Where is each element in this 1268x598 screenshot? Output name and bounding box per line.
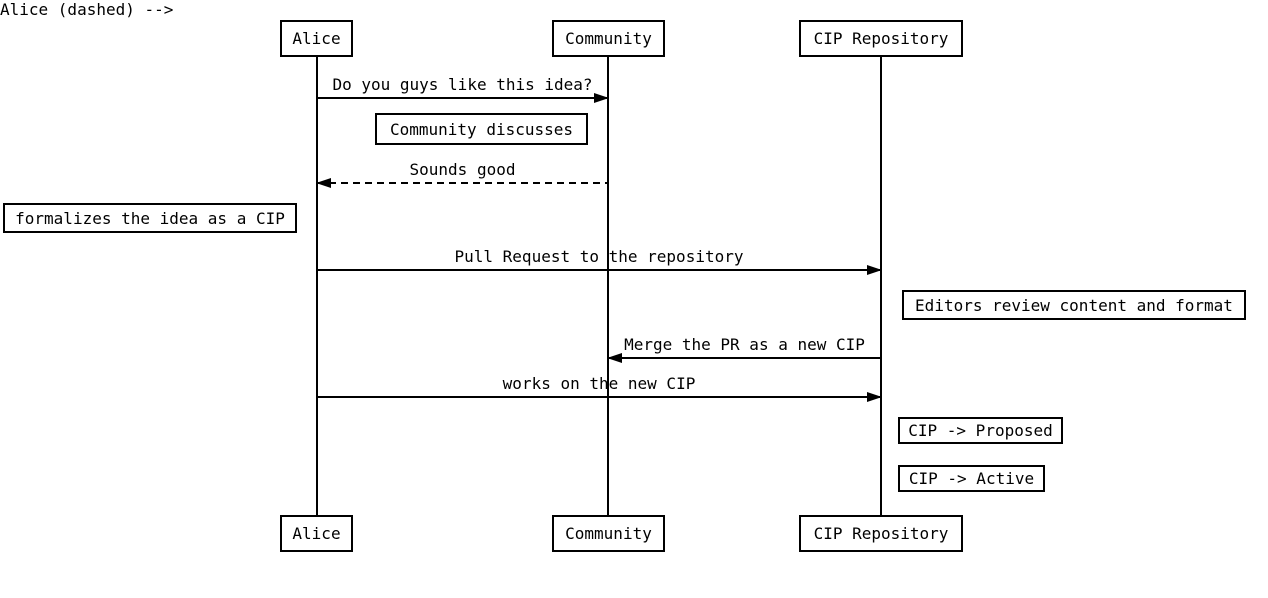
lifeline-cip-repository [880,55,882,516]
actor-community-bottom: Community [552,515,665,552]
actor-alice-bottom: Alice [280,515,353,552]
arrow-line [317,93,609,103]
actor-label: CIP Repository [813,524,949,543]
note-formalizes-idea: formalizes the idea as a CIP [3,203,297,233]
message-works-on-cip: works on the new CIP [317,374,882,402]
message-sounds-good: Sounds good [316,160,608,188]
message-idea-proposal: Do you guys like this idea? [317,75,609,103]
lifeline-community [607,55,609,516]
arrow-line [317,392,882,402]
message-label: Pull Request to the repository [454,247,744,266]
note-text: Community discusses [389,119,574,139]
note-editors-review: Editors review content and format [902,290,1246,320]
actor-cip-repository-top: CIP Repository [799,20,963,57]
arrowhead-left-icon [316,178,331,188]
note-text: CIP -> Active [908,469,1035,488]
arrowhead-right-icon [867,265,882,275]
arrow-line-dashed [316,178,608,188]
actor-label: CIP Repository [813,29,949,48]
note-cip-active: CIP -> Active [898,465,1045,492]
arrowhead-left-icon [607,353,622,363]
note-text: CIP -> Proposed [908,421,1053,440]
actor-label: Alice [292,29,341,48]
actor-label: Community [565,29,652,48]
message-label: works on the new CIP [502,374,696,393]
arrow-line [607,353,881,363]
actor-label: Community [565,524,652,543]
message-label: Do you guys like this idea? [332,75,593,94]
note-text: formalizes the idea as a CIP [15,208,285,228]
actor-community-top: Community [552,20,665,57]
arrow-line [317,265,882,275]
actor-alice-top: Alice [280,20,353,57]
actor-label: Alice [292,524,341,543]
actor-cip-repository-bottom: CIP Repository [799,515,963,552]
note-text: Editors review content and format [915,295,1233,315]
message-merge-pr: Merge the PR as a new CIP [607,335,881,363]
arrowhead-right-icon [594,93,609,103]
note-community-discusses: Community discusses [375,113,588,145]
message-label: Merge the PR as a new CIP [624,335,865,354]
message-label: Sounds good [409,160,516,179]
note-cip-proposed: CIP -> Proposed [898,417,1063,444]
lifeline-alice [316,55,318,516]
arrowhead-right-icon [867,392,882,402]
message-pull-request: Pull Request to the repository [317,247,882,275]
